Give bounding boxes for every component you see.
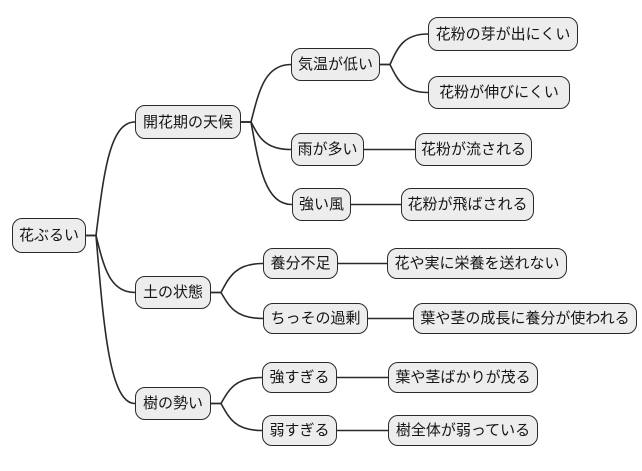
mindmap-node-chisso-kajo: ちっその過剰 <box>263 303 368 334</box>
mindmap-node-ha-shigeru: 葉や茎ばかりが茂る <box>388 362 538 393</box>
edge-kaikaki-tenko-tsuyoi-kaze <box>240 121 293 206</box>
edge-hanaburui-kaikaki-tenko <box>85 121 136 237</box>
mindmap-node-ki-yowatteiru: 樹全体が弱っている <box>388 415 538 446</box>
mindmap-node-tsuchi-jotai: 土の状態 <box>135 276 211 309</box>
mindmap-node-ki-no-ikioi: 樹の勢い <box>135 387 211 420</box>
edge-kion-hikui-kafun-me <box>379 33 429 66</box>
edge-ki-no-ikioi-tsuyosugiru <box>210 376 263 405</box>
mindmap-node-hanaburui: 花ぶるい <box>12 218 86 253</box>
mindmap-node-kafun-tobasareru: 花粉が飛ばされる <box>401 188 534 221</box>
mindmap-node-yowasugiru: 弱すぎる <box>262 415 337 446</box>
edge-kaikaki-tenko-kion-hikui <box>240 63 292 123</box>
edge-hanaburui-ki-no-ikioi <box>85 234 136 405</box>
edge-ki-no-ikioi-yowasugiru <box>210 402 263 432</box>
mindmap-node-kafun-nagasareru: 花粉が流される <box>415 133 532 166</box>
mindmap-node-tsuyoi-kaze: 強い風 <box>292 188 351 221</box>
edge-tsuchi-jotai-yobun-fusoku <box>210 262 264 294</box>
mindmap-node-yobun-tsukawareru: 葉や茎の成長に養分が使われる <box>413 303 637 334</box>
mindmap-node-eiyo-okurenai: 花や実に栄養を送れない <box>387 248 567 279</box>
edge-kion-hikui-kafun-nobi <box>379 63 429 94</box>
mindmap-node-kafun-me: 花粉の芽が出にくい <box>428 17 578 51</box>
edge-kaikaki-tenko-ame-ooi <box>240 121 292 151</box>
mindmap-node-kion-hikui: 気温が低い <box>291 48 380 81</box>
edge-tsuchi-jotai-chisso-kajo <box>210 291 264 320</box>
mindmap-node-kaikaki-tenko: 開花期の天候 <box>135 105 241 139</box>
mindmap-node-tsuyosugiru: 強すぎる <box>262 362 337 393</box>
mindmap-node-yobun-fusoku: 養分不足 <box>263 248 338 279</box>
mindmap-node-ame-ooi: 雨が多い <box>291 133 364 166</box>
mindmap-node-kafun-nobi: 花粉が伸びにくい <box>428 76 570 109</box>
edge-hanaburui-tsuchi-jotai <box>85 234 136 294</box>
